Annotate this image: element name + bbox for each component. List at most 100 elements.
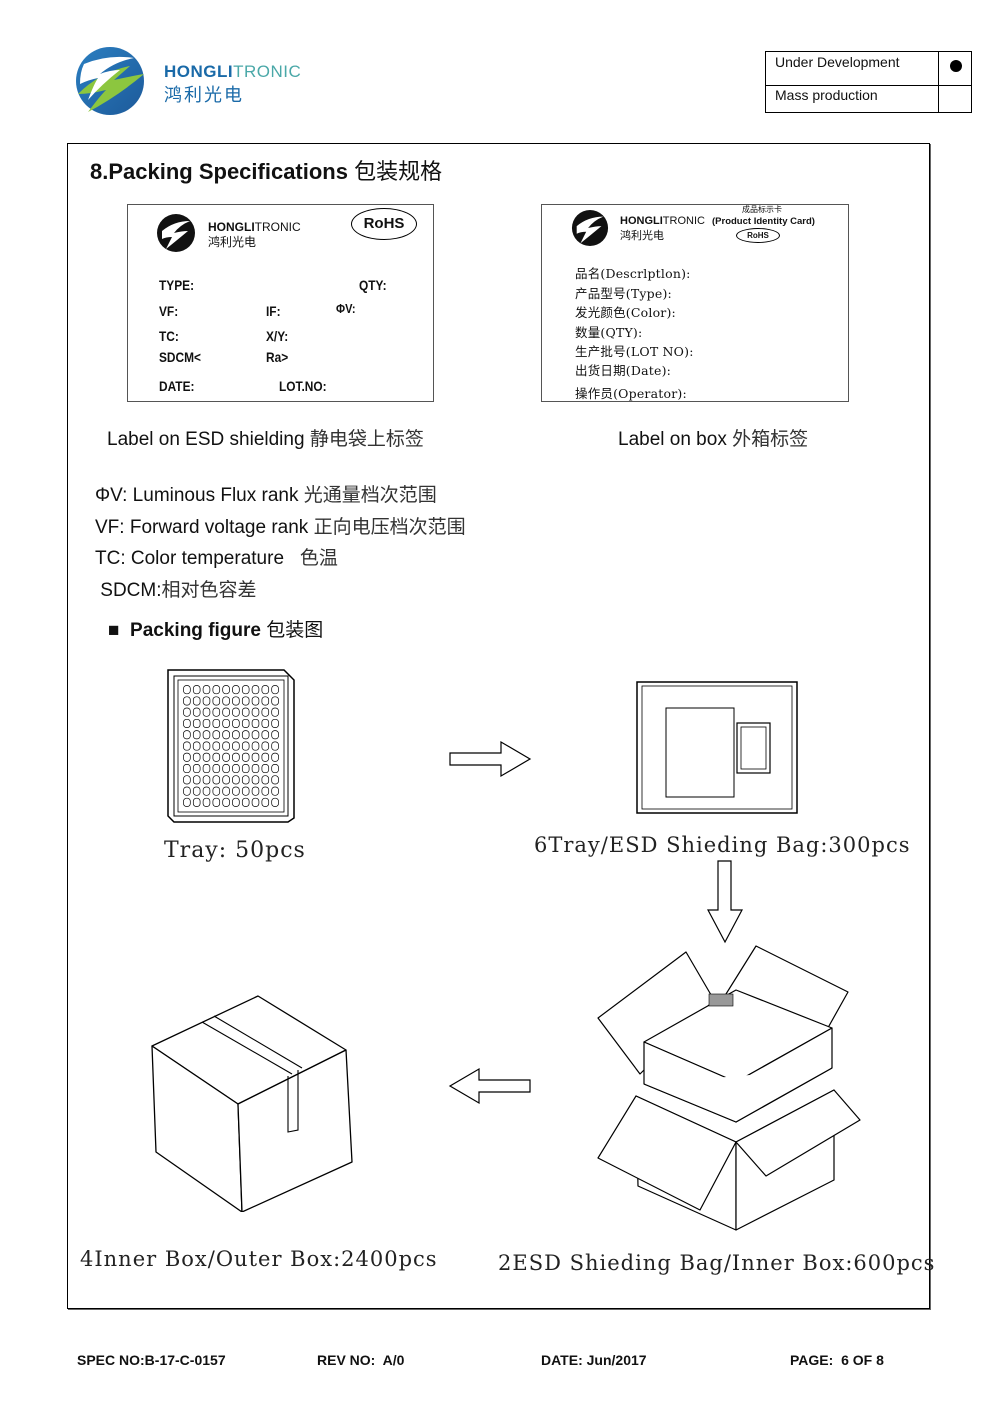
tray-caption: Tray: 50pcs xyxy=(164,838,306,863)
tray-pocket xyxy=(261,718,270,728)
tray-pocket xyxy=(192,707,201,717)
card-line-lot: 生产批号(LOT NO): xyxy=(575,344,694,359)
legend-term: SDCM: xyxy=(95,580,162,601)
field-vf: VF: xyxy=(159,303,179,319)
tray-pocket xyxy=(212,730,221,740)
tray-pocket xyxy=(222,764,230,774)
tray-pocket xyxy=(232,752,240,762)
tray-pocket xyxy=(241,685,250,695)
open-inner-box-illustration xyxy=(597,945,861,1231)
legend-item: SDCM:相对色容差 xyxy=(95,575,257,602)
field-qty: QTY: xyxy=(359,277,387,293)
legend-cn: 光通量档次范围 xyxy=(303,484,437,506)
tray-pocket xyxy=(271,775,279,785)
heading-cn: 包装图 xyxy=(266,619,324,641)
tray-pocket xyxy=(212,707,221,717)
tray-pocket xyxy=(222,797,230,807)
tray-pocket xyxy=(241,752,250,762)
selected-dot-icon xyxy=(950,60,962,72)
outer-box-illustration xyxy=(151,995,353,1212)
legend-cn: 正向电压档次范围 xyxy=(313,516,466,538)
packing-figure-heading: ■ Packing figure 包装图 xyxy=(108,615,323,642)
tray-pocket xyxy=(271,707,279,717)
arrow-left-icon xyxy=(448,1067,531,1105)
field-tc: TC: xyxy=(159,328,179,344)
field-if: IF: xyxy=(266,303,281,319)
tray-pocket xyxy=(251,741,260,751)
tray-pocket xyxy=(261,764,270,774)
legend-item: TC: Color temperature 色温 xyxy=(95,543,338,570)
card-line-operator: 操作员(Operator): xyxy=(575,386,687,401)
section-title-en: 8.Packing Specifications xyxy=(90,159,348,184)
tray-pocket xyxy=(251,685,260,695)
footer-spec-no: SPEC NO:B-17-C-0157 xyxy=(77,1352,226,1368)
tray-pocket xyxy=(271,764,279,774)
tray-pocket xyxy=(241,707,250,717)
tray-pocket xyxy=(202,775,211,785)
arrow-down-icon xyxy=(707,860,743,944)
section-title-cn: 包装规格 xyxy=(354,160,443,185)
tray-pocket xyxy=(261,752,270,762)
tray-pocket xyxy=(271,696,279,706)
tray-pocket xyxy=(222,718,230,728)
box-identity-card: 成品标示卡 HONGLITRONIC 鸿利光电 (Product Identit… xyxy=(541,204,849,402)
tray-pocket xyxy=(192,752,201,762)
tray-pocket xyxy=(232,685,240,695)
legend-term: ΦV: Luminous Flux rank xyxy=(95,485,304,506)
card-line-qty: 数量(QTY): xyxy=(575,325,643,340)
tray-pocket xyxy=(251,696,260,706)
outer-box-caption: 4Inner Box/Outer Box:2400pcs xyxy=(80,1247,438,1271)
content-frame xyxy=(67,143,930,1309)
tray-pocket xyxy=(222,696,230,706)
caption-cn: 外箱标签 xyxy=(732,428,809,450)
brand-name-light: TRONIC xyxy=(254,220,301,234)
section-title: 8.Packing Specifications 包装规格 xyxy=(90,154,442,186)
tray-pocket xyxy=(183,685,191,695)
tray-pocket xyxy=(222,685,230,695)
tray-pocket xyxy=(271,786,279,796)
tray-pocket xyxy=(192,764,201,774)
tray-pocket xyxy=(212,696,221,706)
card-line-date: 出货日期(Date): xyxy=(575,363,672,378)
tray-pocket xyxy=(192,797,201,807)
tray-pocket xyxy=(212,786,221,796)
tray-pocket xyxy=(232,786,240,796)
tray-pocket xyxy=(202,685,211,695)
field-phiv: ΦV: xyxy=(336,301,356,316)
esd-shielding-label: HONGLITRONIC 鸿利光电 RoHS TYPE: QTY: VF: IF… xyxy=(127,204,434,402)
legend-cn: 相对色容差 xyxy=(161,579,257,601)
tray-pocket xyxy=(202,696,211,706)
tray-pocket xyxy=(183,730,191,740)
brand-name-cn: 鸿利光电 xyxy=(620,230,664,242)
tray-pocket xyxy=(212,797,221,807)
bullet-square-icon: ■ xyxy=(108,620,120,641)
tray-pocket xyxy=(261,786,270,796)
rohs-badge: RoHS xyxy=(736,228,780,243)
card-title-cn: 成品标示卡 xyxy=(742,205,782,214)
tray-pocket xyxy=(202,707,211,717)
status-table: Under Development Mass production xyxy=(765,51,972,113)
footer-page: PAGE: 6 OF 8 xyxy=(790,1352,884,1368)
tray-pocket xyxy=(251,730,260,740)
tray-pocket xyxy=(222,741,230,751)
tray-pocket xyxy=(261,707,270,717)
tray-pocket xyxy=(212,741,221,751)
tray-pocket xyxy=(202,730,211,740)
heading-en: Packing figure xyxy=(130,620,261,641)
tray-pocket xyxy=(212,752,221,762)
field-ra: Ra> xyxy=(266,349,289,365)
tray-pocket xyxy=(261,685,270,695)
tray-illustration xyxy=(167,669,295,823)
tray-pocket xyxy=(202,752,211,762)
tray-pocket xyxy=(241,764,250,774)
tray-pocket xyxy=(241,730,250,740)
brand-name-bold: HONGLI xyxy=(620,215,663,227)
arrow-right-icon xyxy=(449,740,532,778)
card-line-color: 发光颜色(Color): xyxy=(575,305,676,320)
tray-pocket xyxy=(261,797,270,807)
tray-pocket xyxy=(212,685,221,695)
brand-name-bold: HONGLI xyxy=(164,62,234,81)
caption-cn: 静电袋上标签 xyxy=(309,428,424,450)
rohs-badge: RoHS xyxy=(351,208,417,240)
status-row-mass-production: Mass production xyxy=(766,85,971,112)
